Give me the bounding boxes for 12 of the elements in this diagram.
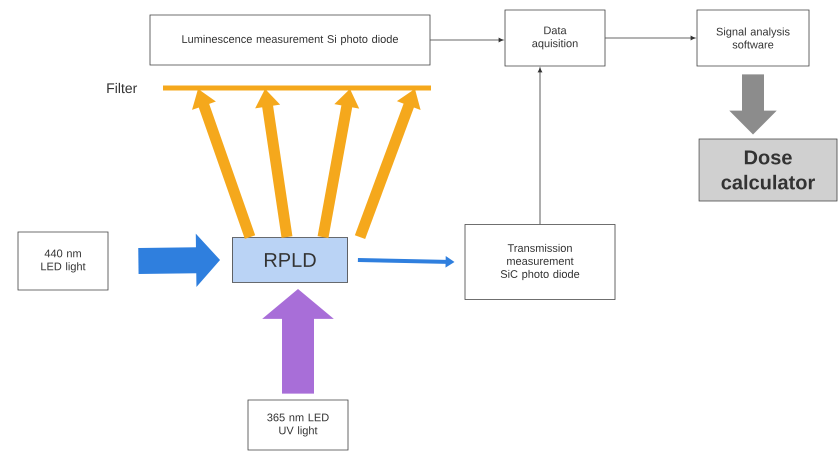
- process-box: Luminescence measurement Si photo diode: [150, 14, 430, 66]
- process-box: Data aquisition: [504, 10, 606, 66]
- arrow: [430, 38, 504, 42]
- arrow: [605, 36, 696, 40]
- light-source-box: 440 nm LED light: [18, 232, 108, 290]
- arrow: [538, 68, 542, 224]
- detector-box: Transmission measurement SiC photo diode: [464, 224, 616, 300]
- process-box: Signal analysis software: [696, 10, 810, 66]
- filter-label: Filter: [107, 82, 138, 94]
- result-box: Dose calculator: [698, 138, 838, 202]
- dosimeter-box: RPLD: [232, 237, 348, 283]
- light-source-box: 365 nm LED UV light: [248, 400, 348, 450]
